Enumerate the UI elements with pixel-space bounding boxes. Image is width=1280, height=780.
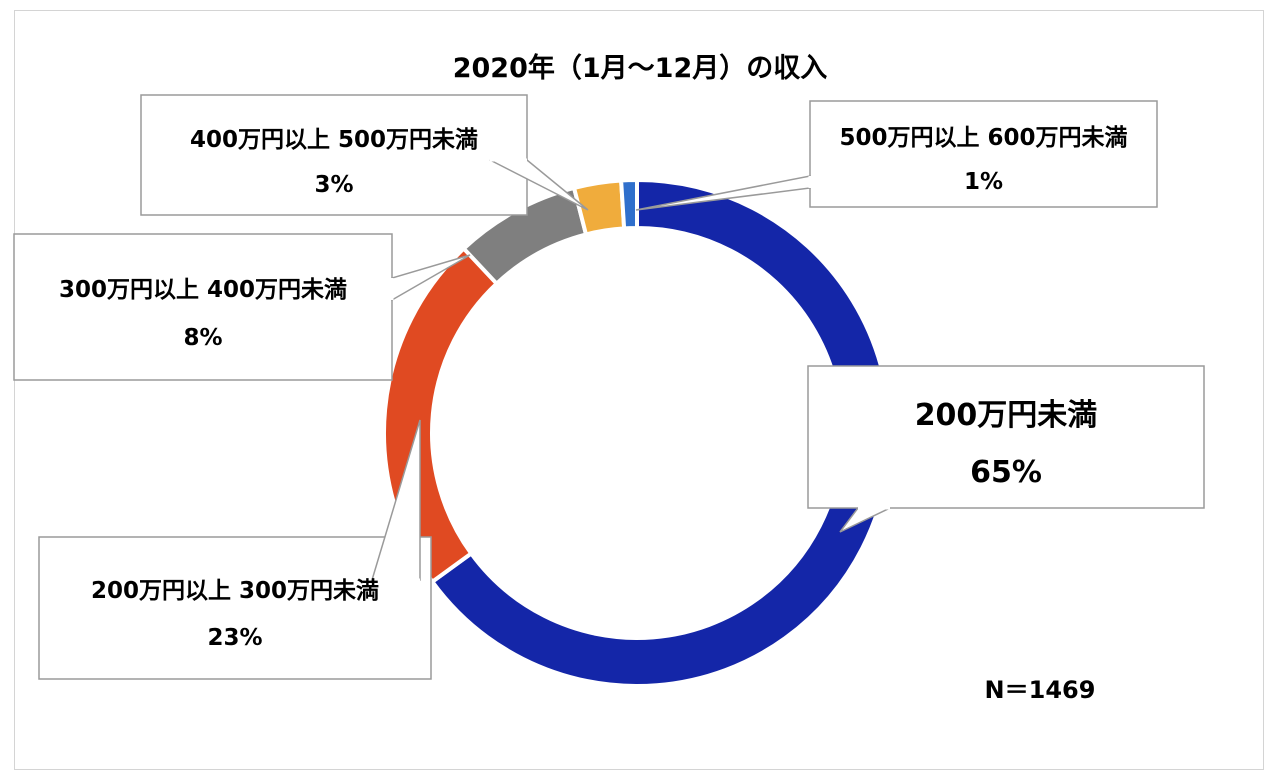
- category-label-3: 400万円以上 500万円未満: [190, 127, 478, 153]
- value-label-0: 65%: [970, 455, 1042, 490]
- category-label-1: 200万円以上 300万円未満: [91, 578, 379, 604]
- callouts: 200万円未満 65% 200万円以上 300万円未満 23% 300万円以上 400万…: [13, 94, 1205, 680]
- category-label-0: 200万円未満: [915, 398, 1098, 433]
- callout-4: 500万円以上 600万円未満 1%: [635, 100, 1158, 211]
- value-label-1: 23%: [207, 625, 262, 651]
- callout-3: 400万円以上 500万円未満 3%: [140, 94, 589, 216]
- callout-box-0: [807, 365, 1205, 509]
- chart-title: 2020年（1月～12月）の収入: [453, 52, 828, 84]
- callout-2: 300万円以上 400万円未満 8%: [13, 233, 471, 381]
- category-label-4: 500万円以上 600万円未満: [839, 125, 1127, 151]
- value-label-3: 3%: [314, 172, 353, 198]
- category-label-2: 300万円以上 400万円未満: [59, 277, 347, 303]
- callout-box-3: [140, 94, 528, 216]
- slice-4: [618, 177, 639, 231]
- callout-0: 200万円未満 65%: [807, 365, 1205, 533]
- callout-box-4: [809, 100, 1158, 208]
- sample-size-note: N＝1469: [985, 676, 1096, 704]
- callout-1: 200万円以上 300万円未満 23%: [38, 419, 432, 680]
- value-label-2: 8%: [183, 325, 222, 351]
- callout-box-1: [38, 536, 432, 680]
- value-label-4: 1%: [964, 169, 1003, 195]
- callout-box-2: [13, 233, 393, 381]
